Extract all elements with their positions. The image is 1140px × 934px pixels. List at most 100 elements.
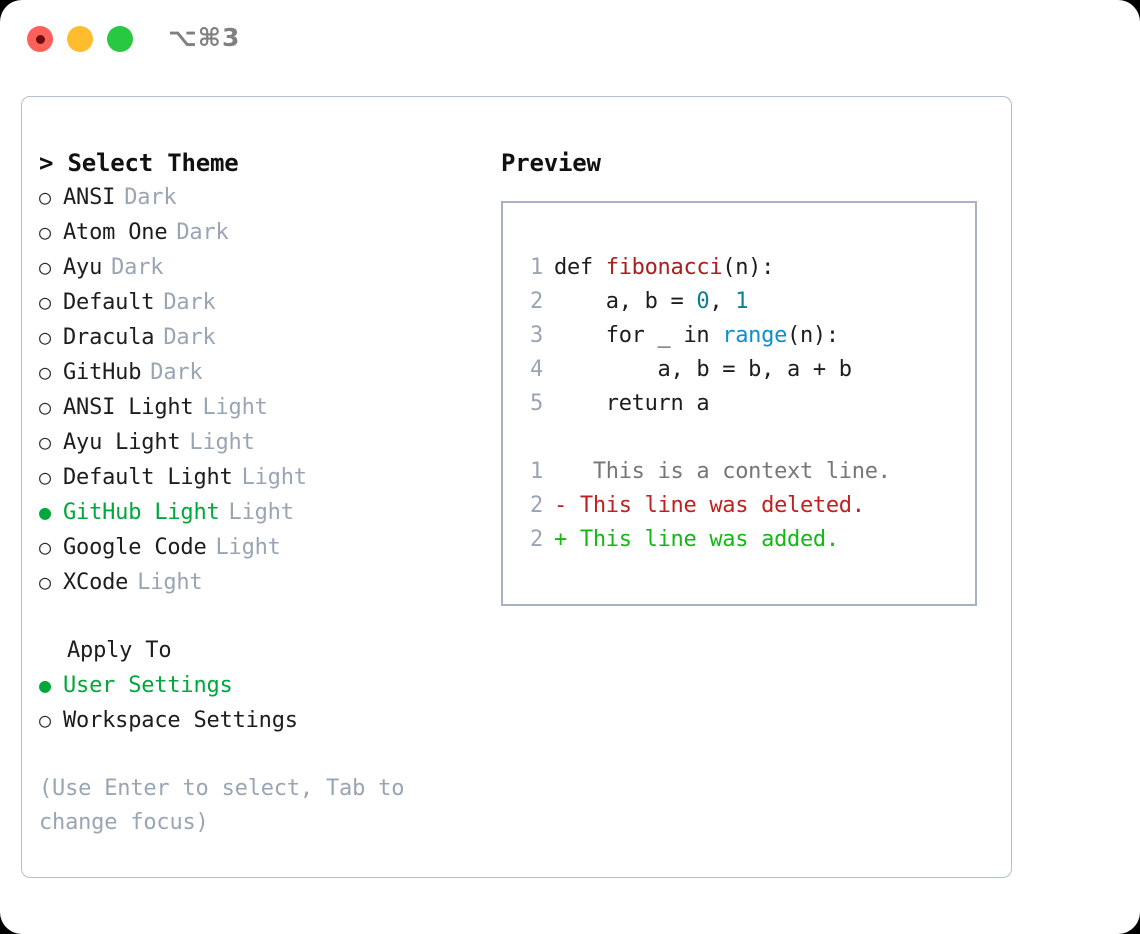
theme-option[interactable]: ○ Default Light Light	[39, 460, 479, 495]
apply-to-option-label: Workspace Settings	[63, 708, 298, 733]
line-number: 1	[530, 459, 543, 484]
theme-option-label: Dracula	[63, 325, 155, 350]
radio-unselected-icon[interactable]: ○	[39, 535, 51, 559]
radio-unselected-icon[interactable]: ○	[39, 570, 51, 594]
code-line: 1 def fibonacci(n):	[517, 251, 969, 285]
code-line: 2 a, b = 0, 1	[517, 285, 969, 319]
radio-unselected-icon[interactable]: ○	[39, 360, 51, 384]
keyboard-hint-text: (Use Enter to select, Tab to change focu…	[39, 776, 405, 835]
code-token: for _ in	[554, 323, 723, 348]
code-token: fibonacci	[605, 255, 723, 280]
theme-option-label: XCode	[63, 570, 129, 595]
diff-marker: -	[554, 493, 567, 518]
line-number: 2	[530, 289, 543, 314]
line-number: 2	[530, 493, 543, 518]
code-token: a, b = b, a + b	[554, 357, 853, 382]
line-number: 1	[530, 255, 543, 280]
theme-option-label: Atom One	[63, 220, 168, 245]
apply-to-option-label: User Settings	[63, 673, 233, 698]
radio-unselected-icon[interactable]: ○	[39, 290, 51, 314]
code-token: a, b =	[554, 289, 697, 314]
apply-to-heading: Apply To	[67, 638, 172, 663]
theme-variant-tag: Light	[228, 500, 294, 525]
apply-to-option[interactable]: ○ Workspace Settings	[39, 703, 479, 738]
theme-option-label: Ayu Light	[63, 430, 181, 455]
code-line-content: def fibonacci(n):	[554, 251, 774, 285]
diff-line-text: This line was deleted.	[566, 493, 865, 518]
radio-unselected-icon[interactable]: ○	[39, 430, 51, 454]
radio-unselected-icon[interactable]: ○	[39, 465, 51, 489]
code-token: range	[722, 323, 788, 348]
diff-marker	[554, 455, 567, 489]
theme-option[interactable]: ● GitHub Light Light	[39, 495, 479, 530]
code-token: return a	[554, 391, 710, 416]
minimize-button[interactable]	[67, 26, 93, 52]
code-token: 0	[696, 289, 710, 314]
radio-unselected-icon[interactable]: ○	[39, 708, 51, 732]
close-button[interactable]	[27, 26, 53, 52]
diff-marker: +	[554, 527, 567, 552]
theme-option-label: Default Light	[63, 465, 233, 490]
radio-unselected-icon[interactable]: ○	[39, 325, 51, 349]
theme-option-label: GitHub	[63, 360, 142, 385]
diff-line-text: This is a context line.	[566, 459, 891, 484]
theme-option[interactable]: ○ Google Code Light	[39, 530, 479, 565]
line-number: 2	[530, 527, 543, 552]
line-number: 5	[530, 391, 543, 416]
radio-unselected-icon[interactable]: ○	[39, 185, 51, 209]
theme-option-label: ANSI	[63, 185, 116, 210]
code-token: ,	[709, 289, 736, 314]
radio-selected-icon[interactable]: ●	[39, 673, 51, 697]
theme-variant-tag: Dark	[163, 290, 216, 315]
theme-variant-tag: Dark	[124, 185, 177, 210]
code-line-content: a, b = b, a + b	[554, 353, 853, 387]
code-token: def	[554, 255, 606, 280]
title-bar: ⌥⌘3	[0, 0, 1140, 76]
theme-variant-tag: Light	[202, 395, 268, 420]
code-line-content: a, b = 0, 1	[554, 285, 749, 319]
theme-option[interactable]: ○ ANSI Dark	[39, 180, 479, 215]
theme-option-label: GitHub Light	[63, 500, 220, 525]
window-controls	[27, 26, 133, 52]
diff-line-text: This line was added.	[566, 527, 839, 552]
code-line: 4 a, b = b, a + b	[517, 353, 969, 387]
code-line-content: return a	[554, 387, 710, 421]
apply-to-option[interactable]: ● User Settings	[39, 668, 479, 703]
code-line: 5 return a	[517, 387, 969, 421]
keyboard-shortcut-label: ⌥⌘3	[168, 23, 241, 52]
line-number: 3	[530, 323, 543, 348]
code-diff-separator	[517, 421, 969, 455]
theme-variant-tag: Light	[215, 535, 281, 560]
code-token: 1	[735, 289, 749, 314]
list-spacer	[39, 600, 479, 634]
radio-selected-icon[interactable]: ●	[39, 500, 51, 524]
code-line: 3 for _ in range(n):	[517, 319, 969, 353]
radio-unselected-icon[interactable]: ○	[39, 255, 51, 279]
theme-option-label: Google Code	[63, 535, 207, 560]
maximize-button[interactable]	[107, 26, 133, 52]
radio-unselected-icon[interactable]: ○	[39, 220, 51, 244]
code-token: (n):	[722, 255, 775, 280]
radio-unselected-icon[interactable]: ○	[39, 395, 51, 419]
theme-option[interactable]: ○ Default Dark	[39, 285, 479, 320]
apply-to-option-list[interactable]: ● User Settings ○ Workspace Settings	[39, 668, 479, 738]
preview-heading: Preview	[501, 149, 601, 177]
line-number: 4	[530, 357, 543, 382]
theme-variant-tag: Light	[241, 465, 307, 490]
diff-line: 2 + This line was added.	[517, 523, 969, 557]
theme-option-label: Default	[63, 290, 155, 315]
